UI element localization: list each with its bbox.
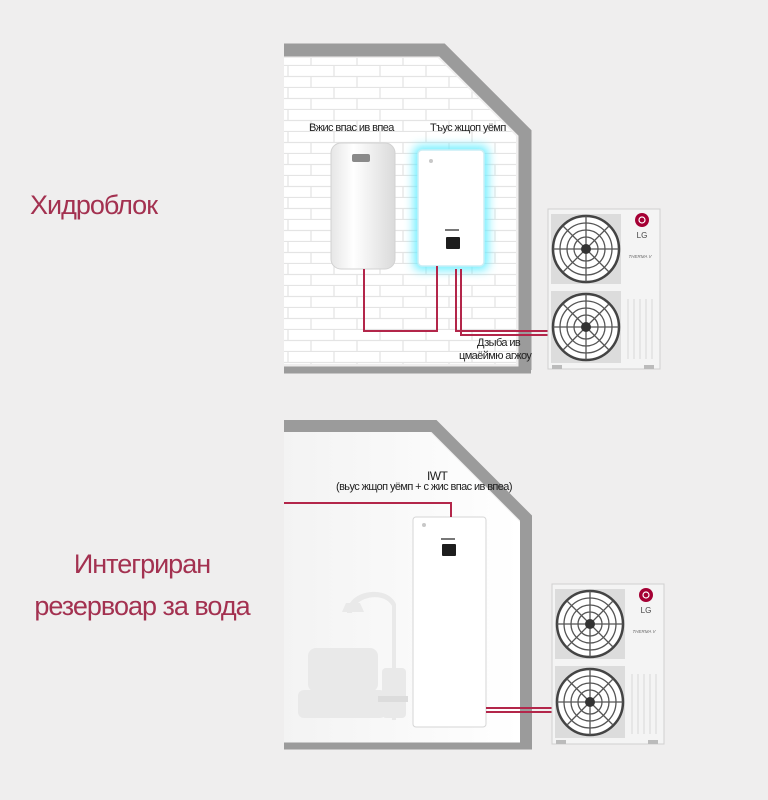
bottom-outdoor-unit: LG THERMA V	[551, 583, 665, 745]
integrated-tank-title-line1: Интегриран	[73, 549, 211, 579]
top-outdoor-unit: LG THERMA V	[547, 208, 661, 370]
lg-logo-icon	[639, 588, 653, 602]
integrated-tank-title-line2: резервоар за вода	[34, 591, 250, 621]
top-hydro-unit	[414, 146, 488, 270]
iwt-brand-strip	[441, 538, 455, 540]
bottom-pipes	[284, 502, 552, 713]
pipes-label-line2: цмаёймю агжоу	[459, 350, 532, 362]
hydro-unit-title: Хидроблок	[30, 190, 158, 220]
lg-logo-icon	[635, 213, 649, 227]
therma-v-text: THERMA V	[632, 629, 656, 634]
hydro-brand-strip	[445, 229, 459, 231]
bottom-house	[284, 420, 532, 750]
tank-indicator-icon	[352, 154, 370, 162]
iwt-description-label: (вьус жщоп уёмп + с жис впас ив впеа)	[336, 481, 513, 493]
therma-v-text: THERMA V	[628, 254, 652, 259]
iwt-display-icon	[442, 544, 456, 556]
bottom-house-outline	[284, 420, 532, 745]
top-pipes	[363, 266, 552, 336]
lg-brand-text: LG	[641, 606, 652, 615]
top-house	[284, 43, 532, 374]
integrated-tank-title: Интегриран резервоар за вода	[0, 543, 284, 627]
lg-brand-text: LG	[637, 231, 648, 240]
hydro-logo-icon	[429, 159, 433, 163]
iwt-logo-icon	[422, 523, 426, 527]
room-furniture	[298, 591, 408, 720]
bottom-iwt-unit	[412, 516, 487, 728]
hydro-unit-label: Тъус жщоп уёмп	[430, 122, 506, 134]
pipes-label-line1: Дзыба ив	[477, 337, 521, 349]
hydro-display-icon	[446, 237, 460, 249]
water-tank-label: Вжис впас ив впеа	[309, 122, 394, 134]
top-house-outline	[284, 43, 532, 370]
top-water-tank	[330, 142, 396, 270]
sofa-icon	[308, 648, 378, 692]
iwt-label: IWT	[427, 469, 448, 483]
top-brick-wall	[284, 58, 516, 364]
